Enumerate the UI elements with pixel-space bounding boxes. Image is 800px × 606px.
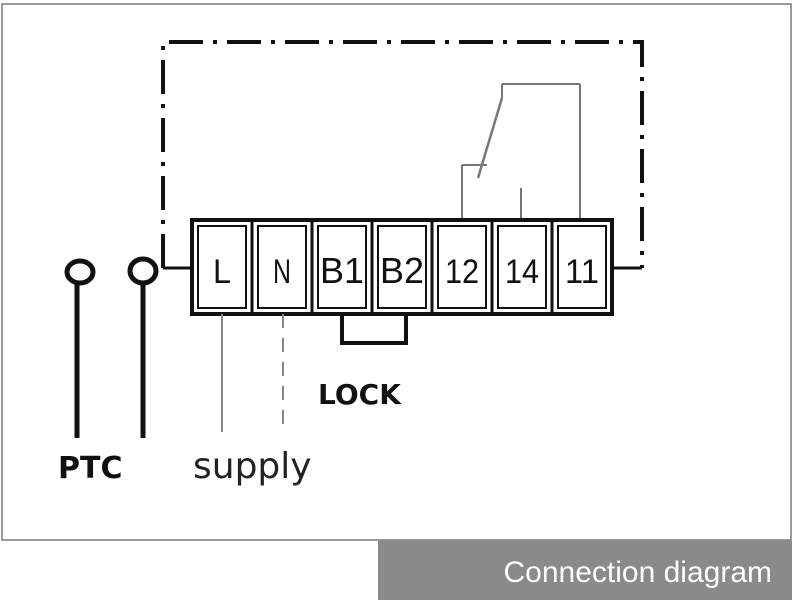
lock-label: LOCK [318,378,402,411]
terminal-label-11: 11 [565,253,599,291]
terminal-cell-14 [497,225,547,309]
enclosure-boundary [161,40,644,268]
terminal-label-n: N [273,253,291,291]
terminal-label-b2: B2 [380,250,424,291]
caption-text: Connection diagram [504,556,773,589]
terminal-label-14: 14 [505,253,539,291]
terminal-cell-n [257,225,307,309]
terminal-cells: L N B1 B2 12 14 11 [197,220,607,314]
relay-switch-contact [476,97,504,179]
ptc-lead-terminal-right [127,256,159,286]
caption-bar [378,540,792,600]
terminal-cell-12 [437,225,487,309]
terminal-cell-11 [557,225,607,309]
terminal-cell-b2 [377,225,427,309]
terminal-cell-l [197,225,247,309]
terminal-label-b1: B1 [320,250,364,291]
ptc-label: PTC [58,451,122,486]
lock-bridge [340,314,408,345]
terminal-cell-b1 [317,225,367,309]
terminal-label-12: 12 [445,253,479,291]
terminal-label-l: L [213,253,231,291]
ptc-lead-terminal-left [64,258,96,286]
supply-label: supply [193,446,312,487]
